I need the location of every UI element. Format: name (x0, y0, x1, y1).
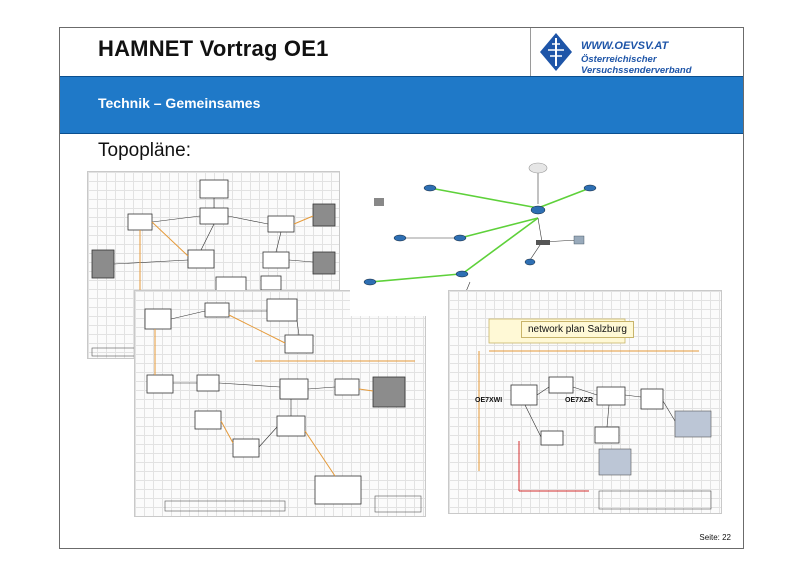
site-label-left: OE7XWI (475, 397, 503, 404)
logo-url: WWW.OEVSV.AT (581, 40, 669, 52)
slide-subtitle: Topopläne: (98, 140, 191, 161)
logo: WWW.OEVSV.AT Österreichischer Versuchsse… (530, 28, 744, 76)
oevsv-logo-icon (540, 33, 572, 71)
network-plan-salzburg: network plan Salzburg OE7XWI OE7XZR (448, 290, 722, 514)
logo-org-name: Österreichischer Versuchssenderverband (581, 54, 692, 76)
topology-plan-middle (134, 290, 426, 517)
slide-title: HAMNET Vortrag OE1 (98, 36, 329, 61)
slide: HAMNET Vortrag OE1 WWW.OEVSV.AT Österrei… (59, 27, 744, 549)
section-title: Technik – Gemeinsames (98, 95, 261, 111)
salzburg-plan-title: network plan Salzburg (521, 321, 634, 338)
section-bar: Technik – Gemeinsames (60, 76, 743, 134)
page-number: Seite: 22 (699, 533, 731, 542)
network-diagram-right (350, 156, 610, 316)
site-label-right: OE7XZR (565, 397, 594, 404)
